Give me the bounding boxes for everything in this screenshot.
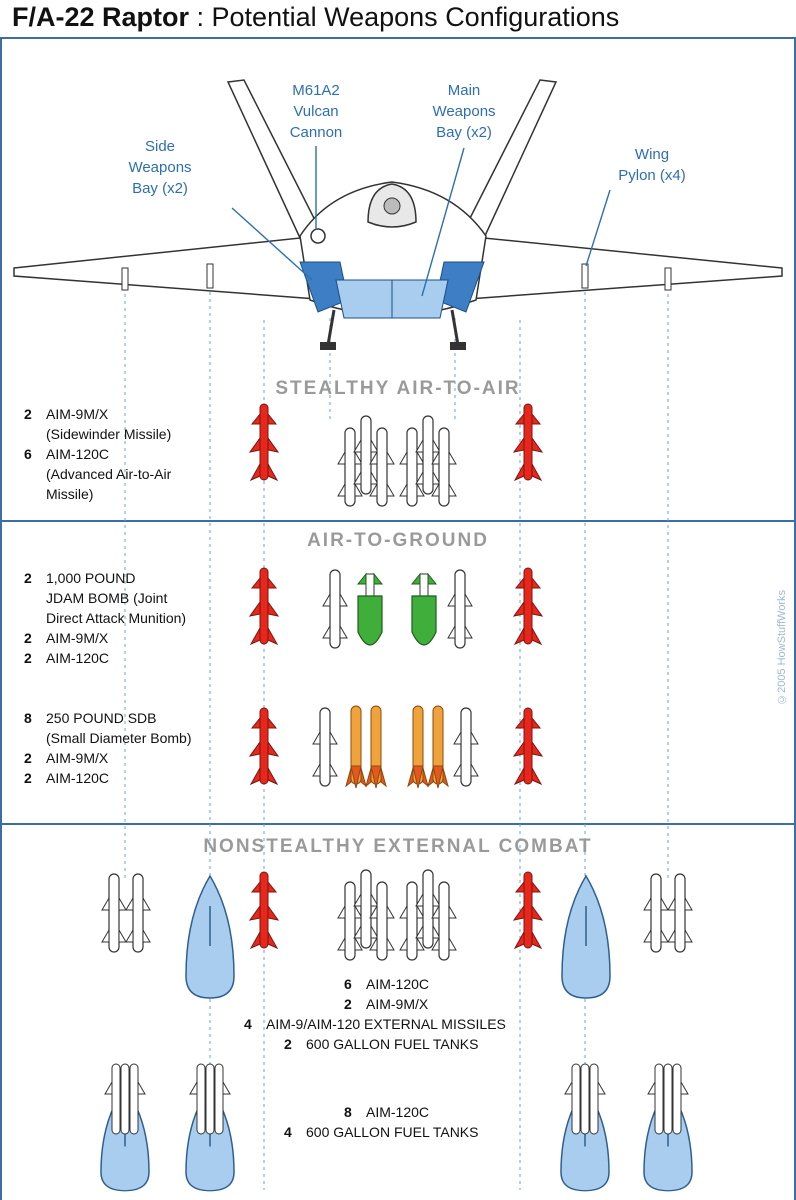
- loadout-row: 2 AIM-9M/X: [24, 748, 254, 768]
- loadout-air-to-ground-jdam: 2 1,000 POUND JDAM BOMB (Joint Direct Att…: [24, 568, 254, 668]
- loadout-item: AIM-9/AIM-120 EXTERNAL MISSILES: [266, 1016, 506, 1032]
- loadout-row: 8 250 POUND SDB (Small Diameter Bomb): [24, 708, 254, 748]
- loadout-qty: 2: [24, 570, 32, 586]
- loadout-qty: 4: [284, 1124, 292, 1140]
- section-divider-1: [0, 520, 796, 522]
- loadout-qty: 6: [344, 976, 352, 992]
- copyright-notice: ©2005 HowStuffWorks: [776, 590, 788, 705]
- loadout-qty: 2: [24, 630, 32, 646]
- callout-main-bay-text: Main Weapons Bay (x2): [432, 82, 496, 141]
- page-title: F/A-22 Raptor : Potential Weapons Config…: [12, 2, 619, 33]
- left-border: [0, 37, 2, 1200]
- loadout-qty: 2: [24, 770, 32, 786]
- callout-cannon: M61A2 Vulcan Cannon: [268, 80, 364, 143]
- loadout-item: 600 GALLON FUEL TANKS: [306, 1124, 479, 1140]
- loadout-item: AIM-9M/X: [46, 630, 109, 646]
- loadout-qty: 4: [244, 1016, 252, 1032]
- loadout-row: 4 AIM-9/AIM-120 EXTERNAL MISSILES: [244, 1014, 564, 1034]
- loadout-item: AIM-9M/X: [46, 750, 109, 766]
- loadout-nonstealthy-b: 8 AIM-120C 4 600 GALLON FUEL TANKS: [284, 1102, 534, 1142]
- loadout-item: AIM-120C: [46, 770, 110, 786]
- loadout-item: AIM-120C: [366, 976, 430, 992]
- callout-leaders: [231, 146, 611, 297]
- loadout-nonstealthy-a: 6 AIM-120C 2 AIM-9M/X 4 AIM-9/AIM-120 EXTER…: [244, 974, 564, 1054]
- loadout-row: 2 AIM-9M/X: [244, 994, 564, 1014]
- loadout-qty: 2: [24, 650, 32, 666]
- loadout-row: 2 AIM-9M/X (Sidewinder Missile): [24, 404, 234, 444]
- callout-main-bay: Main Weapons Bay (x2): [416, 80, 512, 143]
- loadout-item: AIM-120C (Advanced Air-to-Air Missile): [46, 446, 172, 502]
- loadout-item: 600 GALLON FUEL TANKS: [306, 1036, 479, 1052]
- loadout-row: 6 AIM-120C: [244, 974, 564, 994]
- loadout-row: 6 AIM-120C (Advanced Air-to-Air Missile): [24, 444, 234, 504]
- loadout-qty: 8: [344, 1104, 352, 1120]
- loadout-row: 2 AIM-120C: [24, 648, 254, 668]
- callout-wing-pylon-text: Wing Pylon (x4): [618, 146, 686, 184]
- loadout-item: AIM-9M/X: [366, 996, 429, 1012]
- loadout-row: 2 AIM-120C: [24, 768, 254, 788]
- title-bold: F/A-22 Raptor: [12, 2, 190, 32]
- callout-cannon-text: M61A2 Vulcan Cannon: [289, 82, 343, 141]
- f22-aircraft: [13, 79, 783, 350]
- title-bar: F/A-22 Raptor : Potential Weapons Config…: [0, 0, 796, 38]
- title-divider: [0, 37, 796, 39]
- loadout-qty: 2: [284, 1036, 292, 1052]
- loadout-qty: 8: [24, 710, 32, 726]
- air-to-ground-jdam-munitions: [249, 567, 543, 649]
- right-border: [794, 37, 796, 1200]
- loadout-row: 2 1,000 POUND JDAM BOMB (Joint Direct Att…: [24, 568, 254, 628]
- loadout-qty: 2: [344, 996, 352, 1012]
- section-title-stealthy-a2a: STEALTHY AIR-TO-AIR: [275, 378, 521, 399]
- section-title-air-to-ground: AIR-TO-GROUND: [307, 530, 489, 551]
- loadout-row: 4 600 GALLON FUEL TANKS: [284, 1122, 534, 1142]
- title-rest: : Potential Weapons Configurations: [189, 2, 620, 32]
- loadout-item: AIM-120C: [366, 1104, 430, 1120]
- loadout-row: 2 600 GALLON FUEL TANKS: [244, 1034, 564, 1054]
- section-divider-2: [0, 823, 796, 825]
- loadout-stealthy-a2a: 2 AIM-9M/X (Sidewinder Missile) 6 AIM-120C…: [24, 404, 234, 504]
- callout-wing-pylon: Wing Pylon (x4): [596, 144, 708, 186]
- loadout-row: 2 AIM-9M/X: [24, 628, 254, 648]
- loadout-row: 8 AIM-120C: [284, 1102, 534, 1122]
- loadout-qty: 2: [24, 750, 32, 766]
- section-title-nonstealthy: NONSTEALTHY EXTERNAL COMBAT: [203, 836, 593, 857]
- loadout-qty: 6: [24, 446, 32, 462]
- stealthy-a2a-munitions: [249, 403, 543, 507]
- loadout-qty: 2: [24, 406, 32, 422]
- loadout-item: AIM-9M/X (Sidewinder Missile): [46, 406, 172, 442]
- callout-side-bay-text: Side Weapons Bay (x2): [128, 138, 192, 197]
- loadout-item: 1,000 POUND JDAM BOMB (Joint Direct Atta…: [46, 570, 187, 626]
- callout-side-bay: Side Weapons Bay (x2): [112, 136, 208, 199]
- loadout-item: AIM-120C: [46, 650, 110, 666]
- air-to-ground-sdb-munitions: [249, 705, 543, 789]
- loadout-item: 250 POUND SDB (Small Diameter Bomb): [46, 710, 192, 746]
